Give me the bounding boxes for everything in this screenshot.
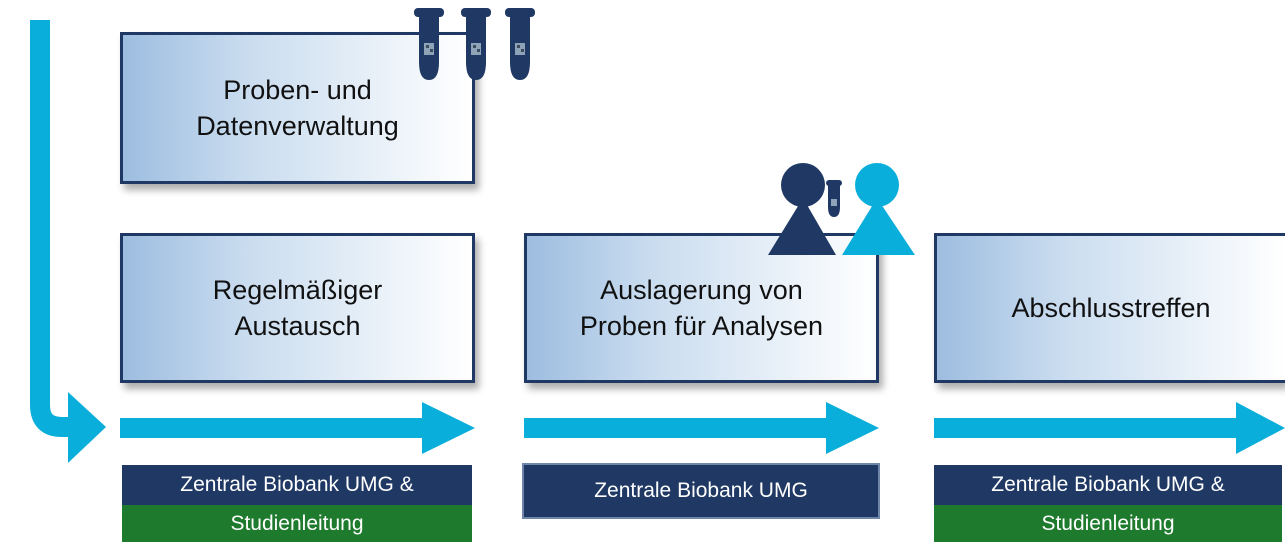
person-light-body bbox=[842, 198, 915, 255]
responsibility-line-2: Studienleitung bbox=[122, 505, 472, 542]
step-box-label: Regelmäßiger Austausch bbox=[212, 275, 383, 341]
entry-arrow-head bbox=[68, 392, 106, 463]
step-box-sample-data-management: Proben- und Datenverwaltung bbox=[120, 32, 475, 184]
person-dark-head bbox=[781, 163, 825, 207]
sample-tube-icon bbox=[414, 8, 535, 80]
timeline-arrow-1-head bbox=[422, 402, 475, 454]
responsibility-line-1: Zentrale Biobank UMG & bbox=[122, 465, 472, 505]
responsibility-label-1: Zentrale Biobank UMG & Studienleitung bbox=[122, 465, 472, 542]
step-box-label: Auslagerung von Proben für Analysen bbox=[579, 275, 824, 341]
responsibility-label-3: Zentrale Biobank UMG & Studienleitung bbox=[934, 465, 1282, 542]
step-box-label: Abschlusstreffen bbox=[1011, 293, 1211, 323]
step-box-regular-exchange: Regelmäßiger Austausch bbox=[120, 233, 475, 383]
person-light-head bbox=[855, 163, 899, 207]
step-box-sample-outsourcing: Auslagerung von Proben für Analysen bbox=[524, 233, 879, 383]
responsibility-line-1: Zentrale Biobank UMG & bbox=[934, 465, 1282, 505]
entry-arrow bbox=[30, 20, 75, 437]
step-box-label: Proben- und Datenverwaltung bbox=[196, 75, 399, 141]
tube-3 bbox=[505, 8, 535, 80]
responsibility-label-2: Zentrale Biobank UMG bbox=[522, 463, 880, 519]
timeline-arrow-2-shaft bbox=[524, 418, 829, 438]
people-exchange-icon bbox=[768, 163, 915, 255]
person-dark-body bbox=[768, 198, 836, 255]
handed-tube-icon bbox=[826, 180, 842, 217]
responsibility-line-2: Studienleitung bbox=[934, 505, 1282, 542]
timeline-arrow-3-head bbox=[1236, 402, 1285, 454]
tube-1 bbox=[414, 8, 444, 80]
timeline-arrow-1-shaft bbox=[120, 418, 425, 438]
timeline-arrow-3-shaft bbox=[934, 418, 1239, 438]
timeline-arrow-2-head bbox=[826, 402, 879, 454]
responsibility-line-1: Zentrale Biobank UMG bbox=[524, 465, 878, 517]
tube-2 bbox=[461, 8, 491, 80]
step-box-final-meeting: Abschlusstreffen bbox=[934, 233, 1285, 383]
